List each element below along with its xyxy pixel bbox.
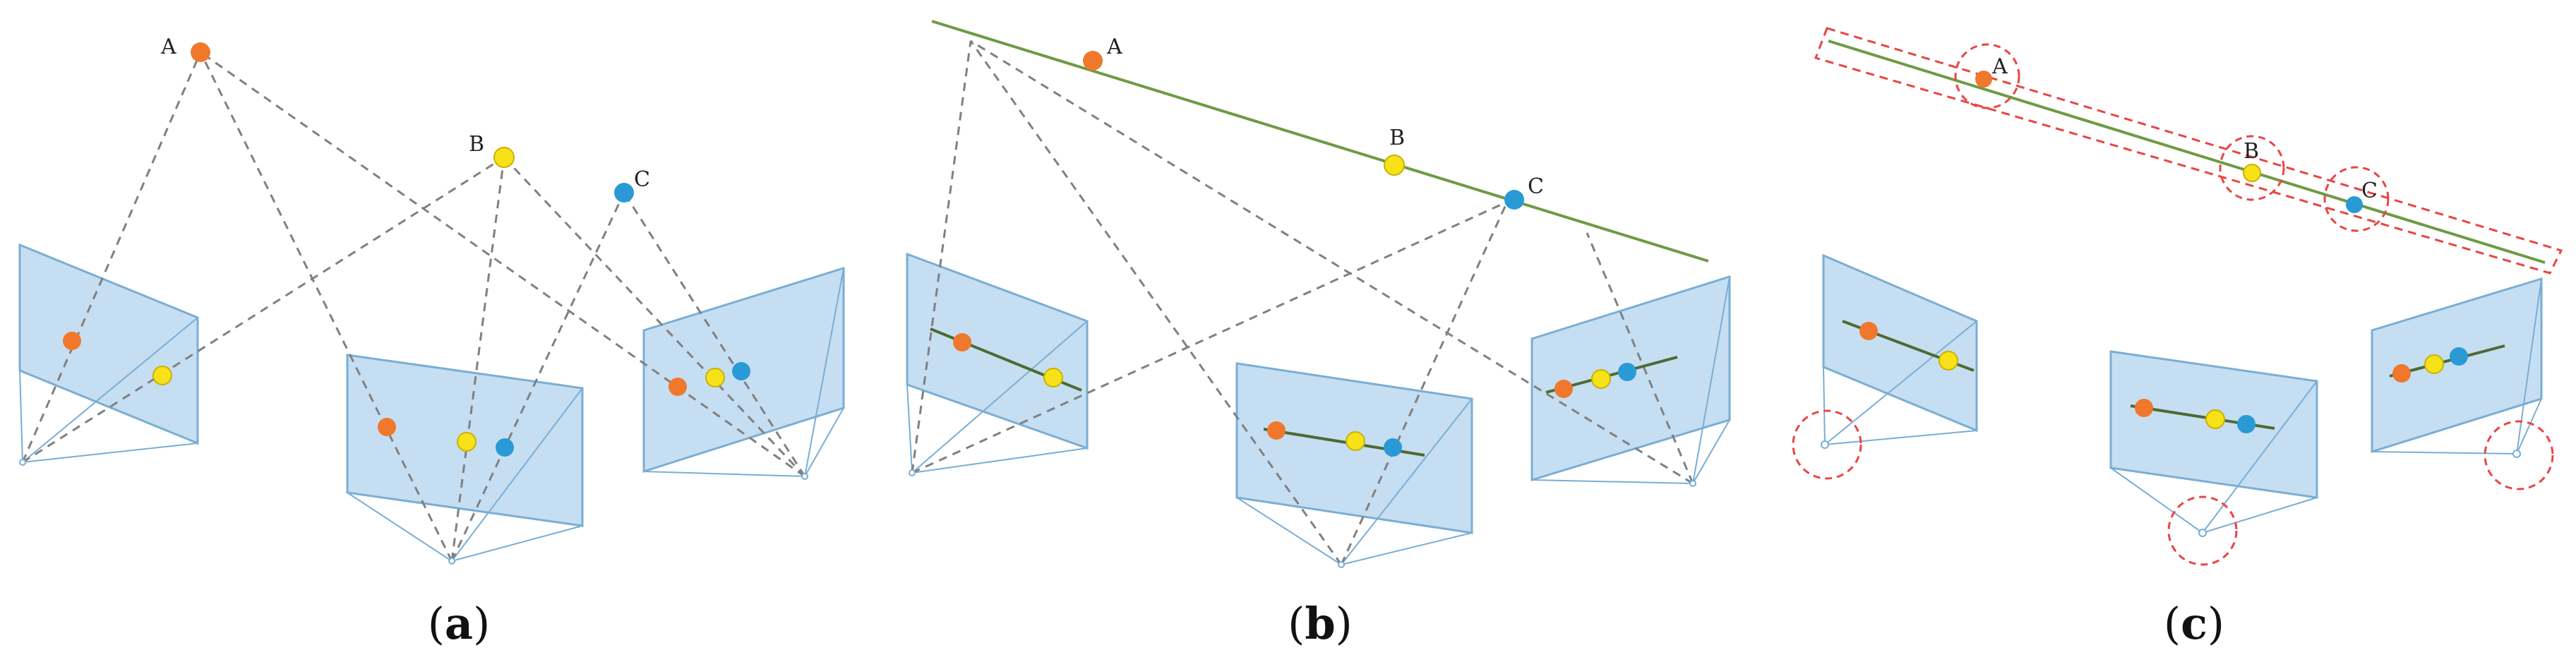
panel-b: A B C (b) bbox=[906, 20, 1731, 649]
projection-c-middle bbox=[496, 438, 514, 457]
point-b-label: B bbox=[2243, 139, 2259, 164]
caption-a: (a) bbox=[428, 598, 491, 649]
projection-c-right bbox=[732, 362, 750, 380]
point-c-label: C bbox=[1528, 174, 1544, 199]
projection-b-middle bbox=[457, 432, 477, 452]
panel-a: A B C (a) bbox=[18, 35, 845, 649]
image-plane-left bbox=[18, 243, 199, 445]
projection-c-middle bbox=[2237, 415, 2256, 433]
projection-b-left bbox=[1043, 368, 1063, 387]
projection-c-right bbox=[2450, 347, 2468, 366]
caption-b: (b) bbox=[1288, 598, 1353, 649]
projection-b-right bbox=[1591, 369, 1611, 389]
projection-b-right bbox=[2424, 354, 2444, 374]
camera-center-left bbox=[19, 459, 26, 466]
projection-b-middle bbox=[2205, 409, 2225, 429]
camera-uncertainty-circles bbox=[1792, 409, 2554, 566]
point-a-label: A bbox=[1106, 35, 1122, 59]
point-a-uncertainty bbox=[1954, 43, 2020, 109]
line-uncertainty-region bbox=[1814, 27, 2563, 275]
point-b-label: B bbox=[1389, 126, 1405, 150]
point-c-label: C bbox=[2361, 179, 2378, 203]
projection-a-right bbox=[2392, 364, 2411, 383]
camera-left-uncertainty bbox=[1792, 409, 1862, 480]
point-a-label: A bbox=[160, 35, 176, 59]
projection-a-middle bbox=[1267, 421, 1286, 440]
point-b bbox=[493, 147, 515, 168]
camera-center-left bbox=[909, 469, 916, 476]
point-c bbox=[1504, 190, 1524, 210]
projection-rays bbox=[911, 40, 1694, 565]
camera-frustum-lines bbox=[906, 276, 1730, 565]
point-uncertainty-circles bbox=[1954, 43, 2390, 232]
projection-c-middle bbox=[1384, 438, 1402, 457]
point-a bbox=[1083, 51, 1103, 71]
image-plane-left bbox=[906, 252, 1089, 450]
camera-center-middle bbox=[1338, 561, 1345, 568]
camera-center-right bbox=[1689, 480, 1696, 487]
projection-a-left bbox=[953, 333, 971, 351]
camera-center-right bbox=[801, 473, 808, 480]
projection-b-left bbox=[1939, 351, 1958, 371]
point-b bbox=[2243, 164, 2261, 182]
projection-a-right bbox=[1554, 380, 1573, 398]
camera-center-right bbox=[2512, 450, 2521, 458]
projection-c-right bbox=[1618, 363, 1636, 381]
scene-line bbox=[1828, 40, 2546, 264]
camera-right-uncertainty bbox=[2484, 420, 2554, 491]
point-a-label: A bbox=[1991, 54, 2008, 79]
camera-middle-uncertainty bbox=[2167, 495, 2238, 566]
projection-b-left bbox=[152, 366, 172, 385]
projection-a-middle bbox=[378, 418, 396, 436]
camera-frustum-lines bbox=[1823, 278, 2542, 534]
projection-rays bbox=[21, 51, 806, 562]
projection-b-right bbox=[705, 368, 725, 387]
point-c bbox=[614, 183, 634, 203]
projection-a-left bbox=[1859, 322, 1878, 340]
point-b-label: B bbox=[469, 132, 484, 157]
panel-c: A B C (c) bbox=[1792, 27, 2563, 649]
point-b-uncertainty bbox=[2219, 135, 2285, 201]
scene-line bbox=[931, 20, 1709, 263]
point-a bbox=[1975, 71, 1992, 88]
projection-b-middle bbox=[1346, 431, 1365, 451]
point-a bbox=[191, 42, 210, 62]
point-c bbox=[2346, 196, 2363, 213]
camera-frustum-lines bbox=[19, 267, 844, 562]
camera-center-middle bbox=[2198, 529, 2207, 537]
camera-center-middle bbox=[448, 558, 455, 565]
point-b bbox=[1384, 155, 1405, 176]
point-c-label: C bbox=[634, 167, 650, 192]
projection-a-left bbox=[63, 332, 81, 350]
projection-a-middle bbox=[2135, 399, 2153, 417]
camera-center-left bbox=[1821, 440, 1829, 449]
projection-a-right bbox=[669, 378, 687, 396]
point-c-uncertainty bbox=[2323, 166, 2390, 232]
caption-c: (c) bbox=[2164, 598, 2224, 649]
